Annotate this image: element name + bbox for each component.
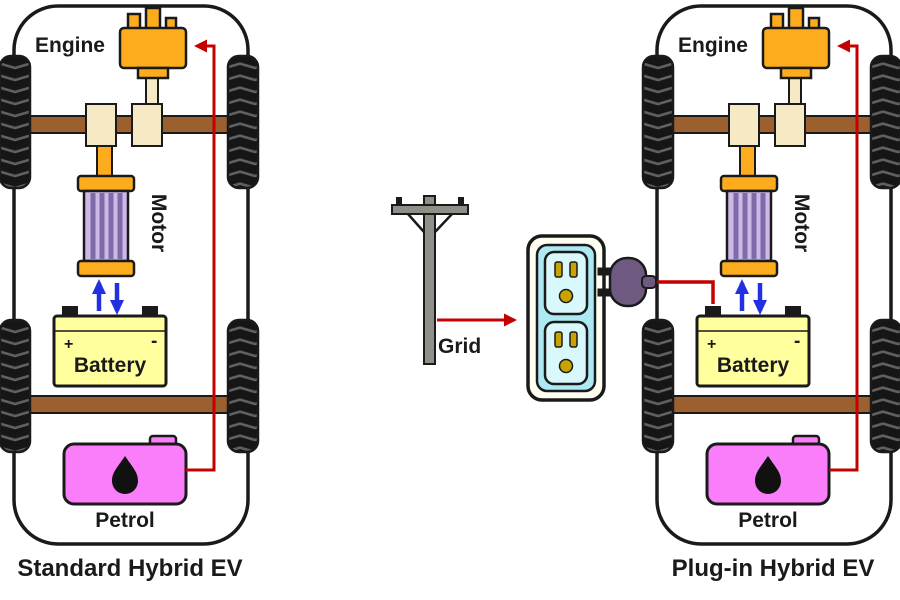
battery-minus: - [794,331,800,352]
socket-ground-hole [558,288,574,304]
motor-label: Motor [790,194,813,252]
motor-windings [90,193,123,259]
battery-terminal-right [785,306,801,316]
driveshaft [788,75,802,107]
tire-front-left [641,54,675,190]
socket-face [543,250,589,316]
motor-cap-bottom [76,259,136,278]
grid-label: Grid [438,335,481,358]
battery-body [52,314,168,388]
tire-front-right [869,54,900,190]
fuel-drop-icon [112,456,138,494]
socket-ground-hole [558,358,574,374]
battery-icon: + - Battery [695,306,811,388]
car-caption-standard: Standard Hybrid EV [17,555,242,582]
tire-front-right [226,54,260,190]
socket-slot [569,261,578,278]
motor-icon [76,145,136,278]
tire-rear-right [226,318,260,454]
plugin-hybrid-car: Engine Motor + - Battery Petrol Pl [641,4,900,582]
motor-label: Motor [147,194,170,252]
battery-plus: + [707,336,716,353]
motor-cap-top [719,174,779,193]
petrol-tank-icon: Petrol [705,434,831,532]
motor-cap-bottom [719,259,779,278]
fuel-line [186,39,216,472]
battery-body [695,314,811,388]
fuel-line [829,39,859,472]
gearbox-left [85,103,117,147]
pole-mast [423,195,436,365]
tire-front-left [0,54,32,190]
socket-bottom [543,320,589,386]
socket-slot [554,261,563,278]
petrol-tank-icon: Petrol [62,434,188,532]
battery-minus: - [151,331,157,352]
socket-slot [554,331,563,348]
battery-terminal-left [705,306,721,316]
gearbox-left [728,103,760,147]
motor-windings [733,193,766,259]
motor-shaft [96,145,113,179]
engine-part [136,66,170,80]
tire-rear-right [869,318,900,454]
plug-boot [641,275,657,289]
socket-slot [569,331,578,348]
gearbox-right [774,103,806,147]
battery-terminal-left [62,306,78,316]
rear-axle [662,395,886,414]
battery-label: Battery [74,354,147,377]
outlet-icon [526,234,606,402]
petrol-label: Petrol [95,509,155,532]
car-caption-plugin: Plug-in Hybrid EV [672,555,875,582]
battery-icon: + - Battery [52,306,168,388]
pole-braces [407,213,453,233]
motor-cap-top [76,174,136,193]
engine-label: Engine [35,34,105,57]
motor-shaft [739,145,756,179]
battery-terminal-right [142,306,158,316]
engine-part [779,66,813,80]
grid-supply: Grid [391,195,517,365]
pole-insulator-right [458,197,464,206]
pole-insulator-left [396,197,402,206]
plug-icon [597,256,657,308]
socket-top [543,250,589,316]
petrol-label: Petrol [738,509,798,532]
pole-crossarm [391,204,469,215]
battery-label: Battery [717,354,790,377]
tire-rear-left [0,318,32,454]
engine-icon [761,6,831,80]
fuel-drop-icon [755,456,781,494]
driveshaft [145,75,159,107]
engine-icon [118,6,188,80]
battery-plus: + [64,336,73,353]
motor-icon [719,145,779,278]
gearbox-right [131,103,163,147]
standard-hybrid-car: Engine Motor + - Battery Petrol St [0,4,260,582]
engine-block [761,26,831,70]
engine-block [118,26,188,70]
tire-rear-left [641,318,675,454]
rear-axle [19,395,243,414]
plug-to-battery-wire [654,280,715,304]
engine-label: Engine [678,34,748,57]
plug-body [608,256,648,308]
socket-face [543,320,589,386]
